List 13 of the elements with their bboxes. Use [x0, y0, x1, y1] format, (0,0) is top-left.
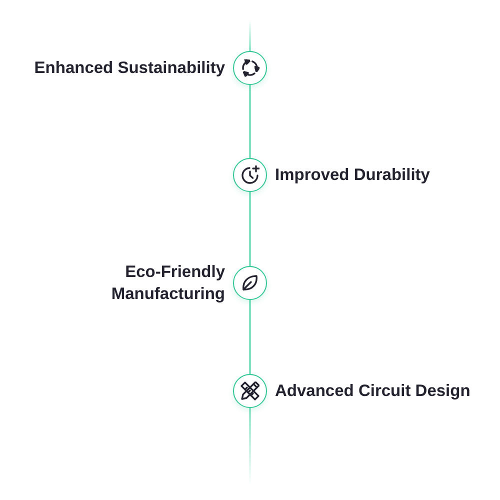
- timeline-line: [249, 408, 251, 485]
- milestone-label: Improved Durability: [275, 165, 430, 186]
- timeline-line: [249, 20, 251, 51]
- milestone-circle: [233, 51, 267, 85]
- milestone-circle: [233, 158, 267, 192]
- milestone-label: Advanced Circuit Design: [275, 381, 470, 402]
- milestone-label: Enhanced Sustainability: [34, 58, 225, 79]
- timeline-line: [249, 300, 251, 374]
- milestone-label: Eco-Friendly Manufacturing: [110, 262, 225, 305]
- timeline-line: [249, 192, 251, 266]
- timeline-line: [249, 85, 251, 158]
- milestone-circle: [233, 374, 267, 408]
- milestone-circle: [233, 266, 267, 300]
